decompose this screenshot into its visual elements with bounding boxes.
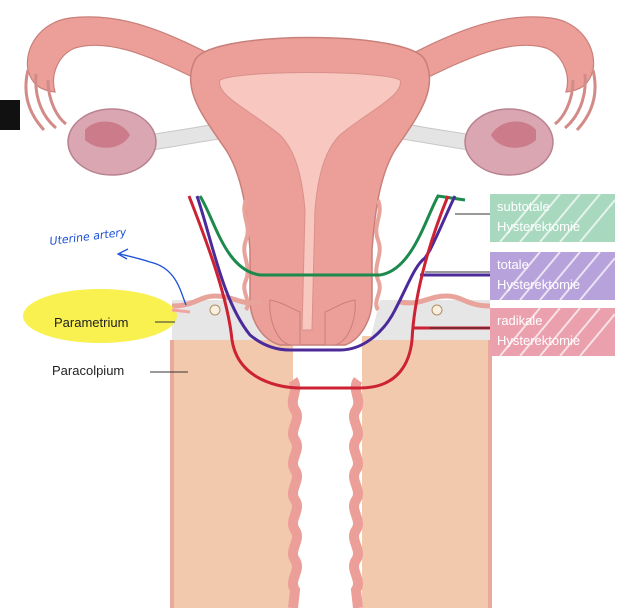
legend-line2-total: Hysterektomie bbox=[497, 277, 580, 292]
ureter-left-icon bbox=[210, 305, 220, 315]
ureter-right-icon bbox=[432, 305, 442, 315]
legend-line2-radical: Hysterektomie bbox=[497, 333, 580, 348]
legend-line1-radical: radikale bbox=[497, 313, 543, 328]
label-parametrium: Parametrium bbox=[54, 315, 128, 330]
annotation-arrowhead-icon bbox=[118, 249, 128, 259]
legend-radical: radikale Hysterektomie bbox=[490, 308, 615, 356]
legend-line1-total: totale bbox=[497, 257, 529, 272]
label-paracolpium: Paracolpium bbox=[52, 363, 124, 378]
legend-total: totale Hysterektomie bbox=[490, 252, 615, 300]
legend-subtotal: subtotale Hysterektomie bbox=[490, 194, 615, 242]
paracolpium-right-tissue bbox=[362, 336, 490, 608]
vagina-wall-left bbox=[293, 380, 297, 608]
legend-line2-subtotal: Hysterektomie bbox=[497, 219, 580, 234]
vagina-wall-right bbox=[354, 380, 358, 608]
handwritten-note: Uterine artery bbox=[49, 226, 128, 248]
black-marker bbox=[0, 100, 20, 130]
uterine-vessel-right bbox=[376, 200, 379, 310]
uterine-vessel-left bbox=[244, 200, 247, 310]
legend-line1-subtotal: subtotale bbox=[497, 199, 550, 214]
highlight-stroke bbox=[172, 310, 190, 312]
paracolpium-left-tissue bbox=[173, 336, 293, 608]
